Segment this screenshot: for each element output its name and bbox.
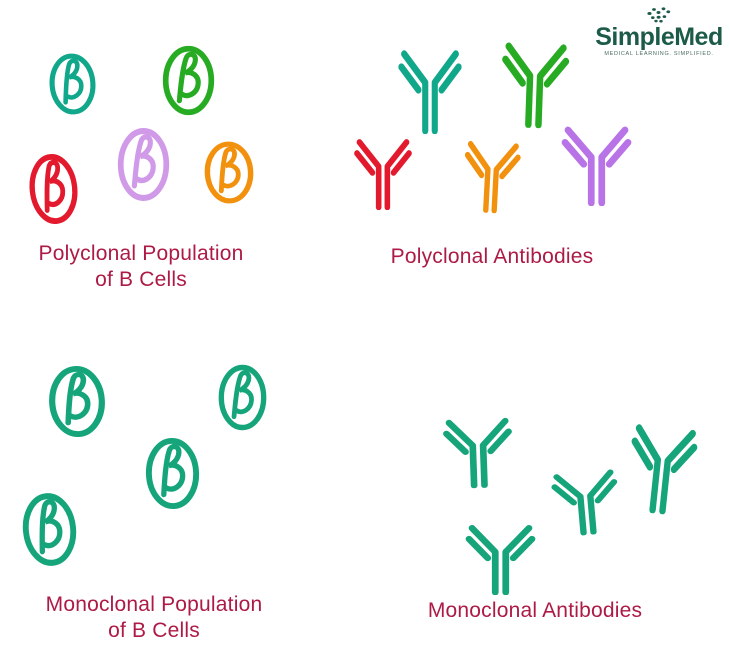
caption-polyclonal-antibodies: Polyclonal Antibodies bbox=[368, 244, 616, 270]
antibody-monoclonal-antibodies-2 bbox=[547, 458, 624, 538]
antibody-polyclonal-antibodies-1 bbox=[396, 36, 464, 134]
antibody-monoclonal-antibodies-4 bbox=[463, 513, 538, 595]
antibody-polyclonal-antibodies-5 bbox=[559, 113, 634, 206]
b-cell-monoclonal-cells-3 bbox=[142, 434, 204, 513]
b-cell-monoclonal-cells-1 bbox=[44, 361, 110, 441]
b-cell-polyclonal-cells-1 bbox=[45, 49, 100, 118]
caption-line: Polyclonal Antibodies bbox=[390, 245, 594, 268]
antibody-polyclonal-antibodies-3 bbox=[352, 127, 414, 210]
caption-line: Monoclonal Population bbox=[45, 593, 263, 616]
simplemed-logo-text: SimpleMed bbox=[595, 23, 723, 51]
antibody-monoclonal-antibodies-1 bbox=[440, 406, 517, 490]
caption-monoclonal-b-cells: Monoclonal Population of B Cells bbox=[20, 592, 288, 644]
antibody-polyclonal-antibodies-2 bbox=[497, 28, 572, 129]
b-cell-monoclonal-cells-4 bbox=[16, 487, 83, 572]
caption-line: of B Cells bbox=[95, 268, 187, 291]
antibody-polyclonal-antibodies-4 bbox=[460, 128, 524, 214]
caption-line: Monoclonal Antibodies bbox=[427, 599, 643, 622]
b-cell-polyclonal-cells-2 bbox=[160, 43, 217, 118]
caption-line: of B Cells bbox=[108, 619, 200, 642]
caption-monoclonal-antibodies: Monoclonal Antibodies bbox=[403, 598, 667, 624]
b-cell-polyclonal-cells-3 bbox=[23, 148, 84, 229]
dots-cluster-icon bbox=[647, 7, 671, 23]
b-cell-polyclonal-cells-5 bbox=[200, 138, 257, 208]
caption-polyclonal-b-cells: Polyclonal Population of B Cells bbox=[18, 241, 264, 293]
b-cell-polyclonal-cells-4 bbox=[115, 125, 172, 204]
caption-line: Polyclonal Population bbox=[38, 242, 244, 265]
b-cell-monoclonal-cells-2 bbox=[216, 362, 269, 433]
simplemed-logo-tagline: MEDICAL LEARNING. SIMPLIFIED. bbox=[604, 51, 714, 57]
simplemed-logo: SimpleMed MEDICAL LEARNING. SIMPLIFIED. bbox=[592, 5, 726, 57]
antibody-monoclonal-antibodies-3 bbox=[622, 409, 703, 518]
